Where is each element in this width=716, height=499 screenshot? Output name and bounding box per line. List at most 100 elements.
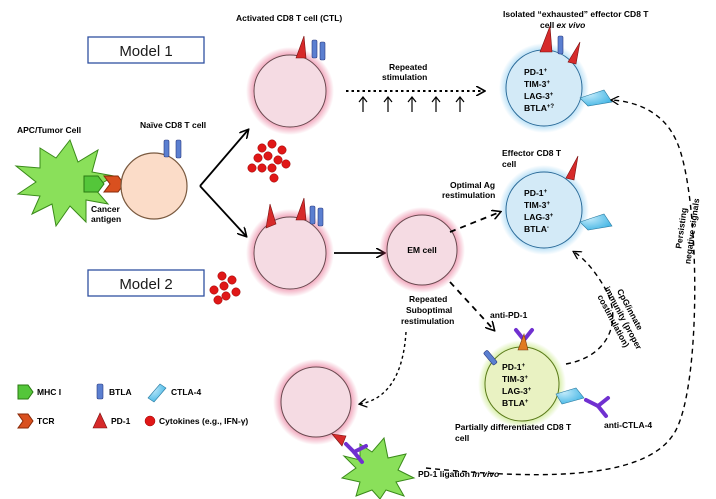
arrow-to-activated xyxy=(199,130,248,187)
legend-cytokine-label: Cytokines (e.g., IFN-γ) xyxy=(159,416,248,426)
effector-markers: PD-1+ TIM-3+ LAG-3+ BTLA- xyxy=(524,188,554,234)
optimal-restimulation-arrow xyxy=(449,212,500,233)
marker-pd1: PD-1 xyxy=(502,362,522,372)
exhausted-label-2: cell ex vivo xyxy=(540,20,585,30)
model-2-label: Model 2 xyxy=(119,276,172,293)
ctla4-receptor xyxy=(555,387,585,405)
anti-ctla4-antibody xyxy=(584,396,610,418)
marker-btla: BTLA xyxy=(524,103,547,113)
partially-differentiated-cell xyxy=(484,346,560,422)
em-cell xyxy=(386,214,458,286)
marker-lag3: LAG-3 xyxy=(502,386,528,396)
legend-pd1-label: PD-1 xyxy=(111,416,131,426)
btla-receptor xyxy=(483,350,498,366)
marker-btla: BTLA xyxy=(524,224,547,234)
marker-lag3: LAG-3 xyxy=(524,212,550,222)
btla-receptor xyxy=(163,139,170,158)
suboptimal-restimulation-arrow xyxy=(449,281,494,330)
partial-markers: PD-1+ TIM-3+ LAG-3+ BTLA + xyxy=(502,362,532,408)
marker-pd1: PD-1 xyxy=(524,67,544,77)
optimal-label-1: Optimal Ag xyxy=(450,180,495,190)
persisting-label-group: Persisting negative signals xyxy=(673,197,701,264)
svg-text:BTLA-: BTLA- xyxy=(524,224,549,234)
apc-tumor-cell xyxy=(14,138,116,228)
svg-text:TIM-3+: TIM-3+ xyxy=(502,374,528,384)
model2-activated-cell xyxy=(253,216,327,290)
exhausted-markers: PD-1+ TIM-3+ LAG-3+ BTLA+? xyxy=(524,67,554,113)
legend-pd1-icon xyxy=(92,412,108,429)
effector-cell xyxy=(505,171,583,249)
marker-btla: BTLA xyxy=(502,398,525,408)
marker-lag3-sup: + xyxy=(550,92,554,98)
pd1-receptor xyxy=(539,25,553,53)
legend-ctla4-label: CTLA-4 xyxy=(171,387,201,397)
repeated-sub-label-2: Suboptimal xyxy=(406,305,452,315)
repeated-stim-label-1: Repeated xyxy=(389,62,427,72)
partial-label-2: cell xyxy=(455,433,469,443)
marker-pd1-sup: + xyxy=(544,189,548,195)
tumor-cell-bottom xyxy=(340,436,416,499)
btla-receptor xyxy=(175,139,182,159)
legend-tcr-icon xyxy=(17,413,34,429)
optimal-label-2: restimulation xyxy=(442,190,495,200)
effector-label-2: cell xyxy=(502,159,516,169)
arrow-to-ligated-cell xyxy=(360,331,407,404)
arrow-to-model2-cell xyxy=(199,185,246,236)
legend-ctla4-icon xyxy=(147,383,167,403)
partial-label-1: Partially differentiated CD8 T xyxy=(455,422,572,432)
marker-lag3-sup: + xyxy=(550,213,554,219)
svg-text:TIM-3+: TIM-3+ xyxy=(524,200,550,210)
exhausted-label-2-text: cell xyxy=(540,20,557,30)
marker-pd1-sup: + xyxy=(522,363,526,369)
marker-tim3: TIM-3 xyxy=(524,200,547,210)
marker-tim3-sup: + xyxy=(546,80,550,86)
pd1-ligation-italic: in vivo xyxy=(472,469,499,479)
em-cell-label: EM cell xyxy=(407,245,437,255)
model-2-box: Model 2 xyxy=(87,269,205,297)
btla-receptor xyxy=(309,205,316,225)
model-1-box: Model 1 xyxy=(87,36,205,64)
svg-text:PD-1+: PD-1+ xyxy=(524,188,548,198)
legend-cytokine-icon xyxy=(144,415,156,427)
pd1-receptor xyxy=(565,155,579,181)
btla-receptor xyxy=(311,39,318,59)
legend: MHC I BTLA CTLA-4 TCR PD-1 Cytokines (e.… xyxy=(17,383,248,429)
pd1-receptor xyxy=(265,203,277,229)
effector-label-1: Effector CD8 T xyxy=(502,148,562,158)
naive-label: Naïve CD8 T cell xyxy=(140,120,206,130)
marker-tim3-sup: + xyxy=(524,375,528,381)
anti-pd1-label: anti-PD-1 xyxy=(490,310,528,320)
svg-text:BTLA+?: BTLA+? xyxy=(524,103,554,113)
pd1-receptor xyxy=(517,332,529,351)
ctla4-receptor xyxy=(579,213,613,231)
svg-text:LAG-3+: LAG-3+ xyxy=(524,212,554,222)
marker-pd1: PD-1 xyxy=(524,188,544,198)
pd1-receptor xyxy=(567,41,581,65)
cpg-label-group: CpG/innate immunity (proper costimulatio… xyxy=(595,285,645,352)
exhausted-label-2-italic: ex vivo xyxy=(557,20,586,30)
stimulation-up-arrows xyxy=(358,96,465,112)
activated-label: Activated CD8 T cell (CTL) xyxy=(236,13,342,23)
svg-text:LAG-3+: LAG-3+ xyxy=(502,386,532,396)
pd1-receptor xyxy=(295,197,307,221)
pd-l1-binding-antibody xyxy=(344,442,368,464)
cytokine-cluster-1 xyxy=(247,139,291,183)
marker-btla-sup: - xyxy=(547,225,549,231)
cancer-antigen-label-1: Cancer xyxy=(91,204,121,214)
marker-lag3: LAG-3 xyxy=(524,91,550,101)
cytokine-cluster-2 xyxy=(209,271,241,305)
apc-tumor-label: APC/Tumor Cell xyxy=(17,125,81,135)
svg-text:TIM-3+: TIM-3+ xyxy=(524,79,550,89)
cpg-innate-arrow xyxy=(565,252,614,365)
model-1-label: Model 1 xyxy=(119,43,172,60)
pd1-receptor xyxy=(295,35,307,59)
ligated-cd8-t-cell xyxy=(280,366,352,438)
exhausted-label-1: Isolated “exhausted” effector CD8 T xyxy=(503,9,649,19)
legend-tcr-label: TCR xyxy=(37,416,54,426)
repeated-sub-label-3: restimulation xyxy=(401,316,454,326)
pd1-receptor xyxy=(331,433,347,447)
legend-mhc-label: MHC I xyxy=(37,387,61,397)
marker-tim3: TIM-3 xyxy=(502,374,525,384)
marker-tim3-sup: + xyxy=(546,201,550,207)
cancer-antigen-label-2: antigen xyxy=(91,214,121,224)
